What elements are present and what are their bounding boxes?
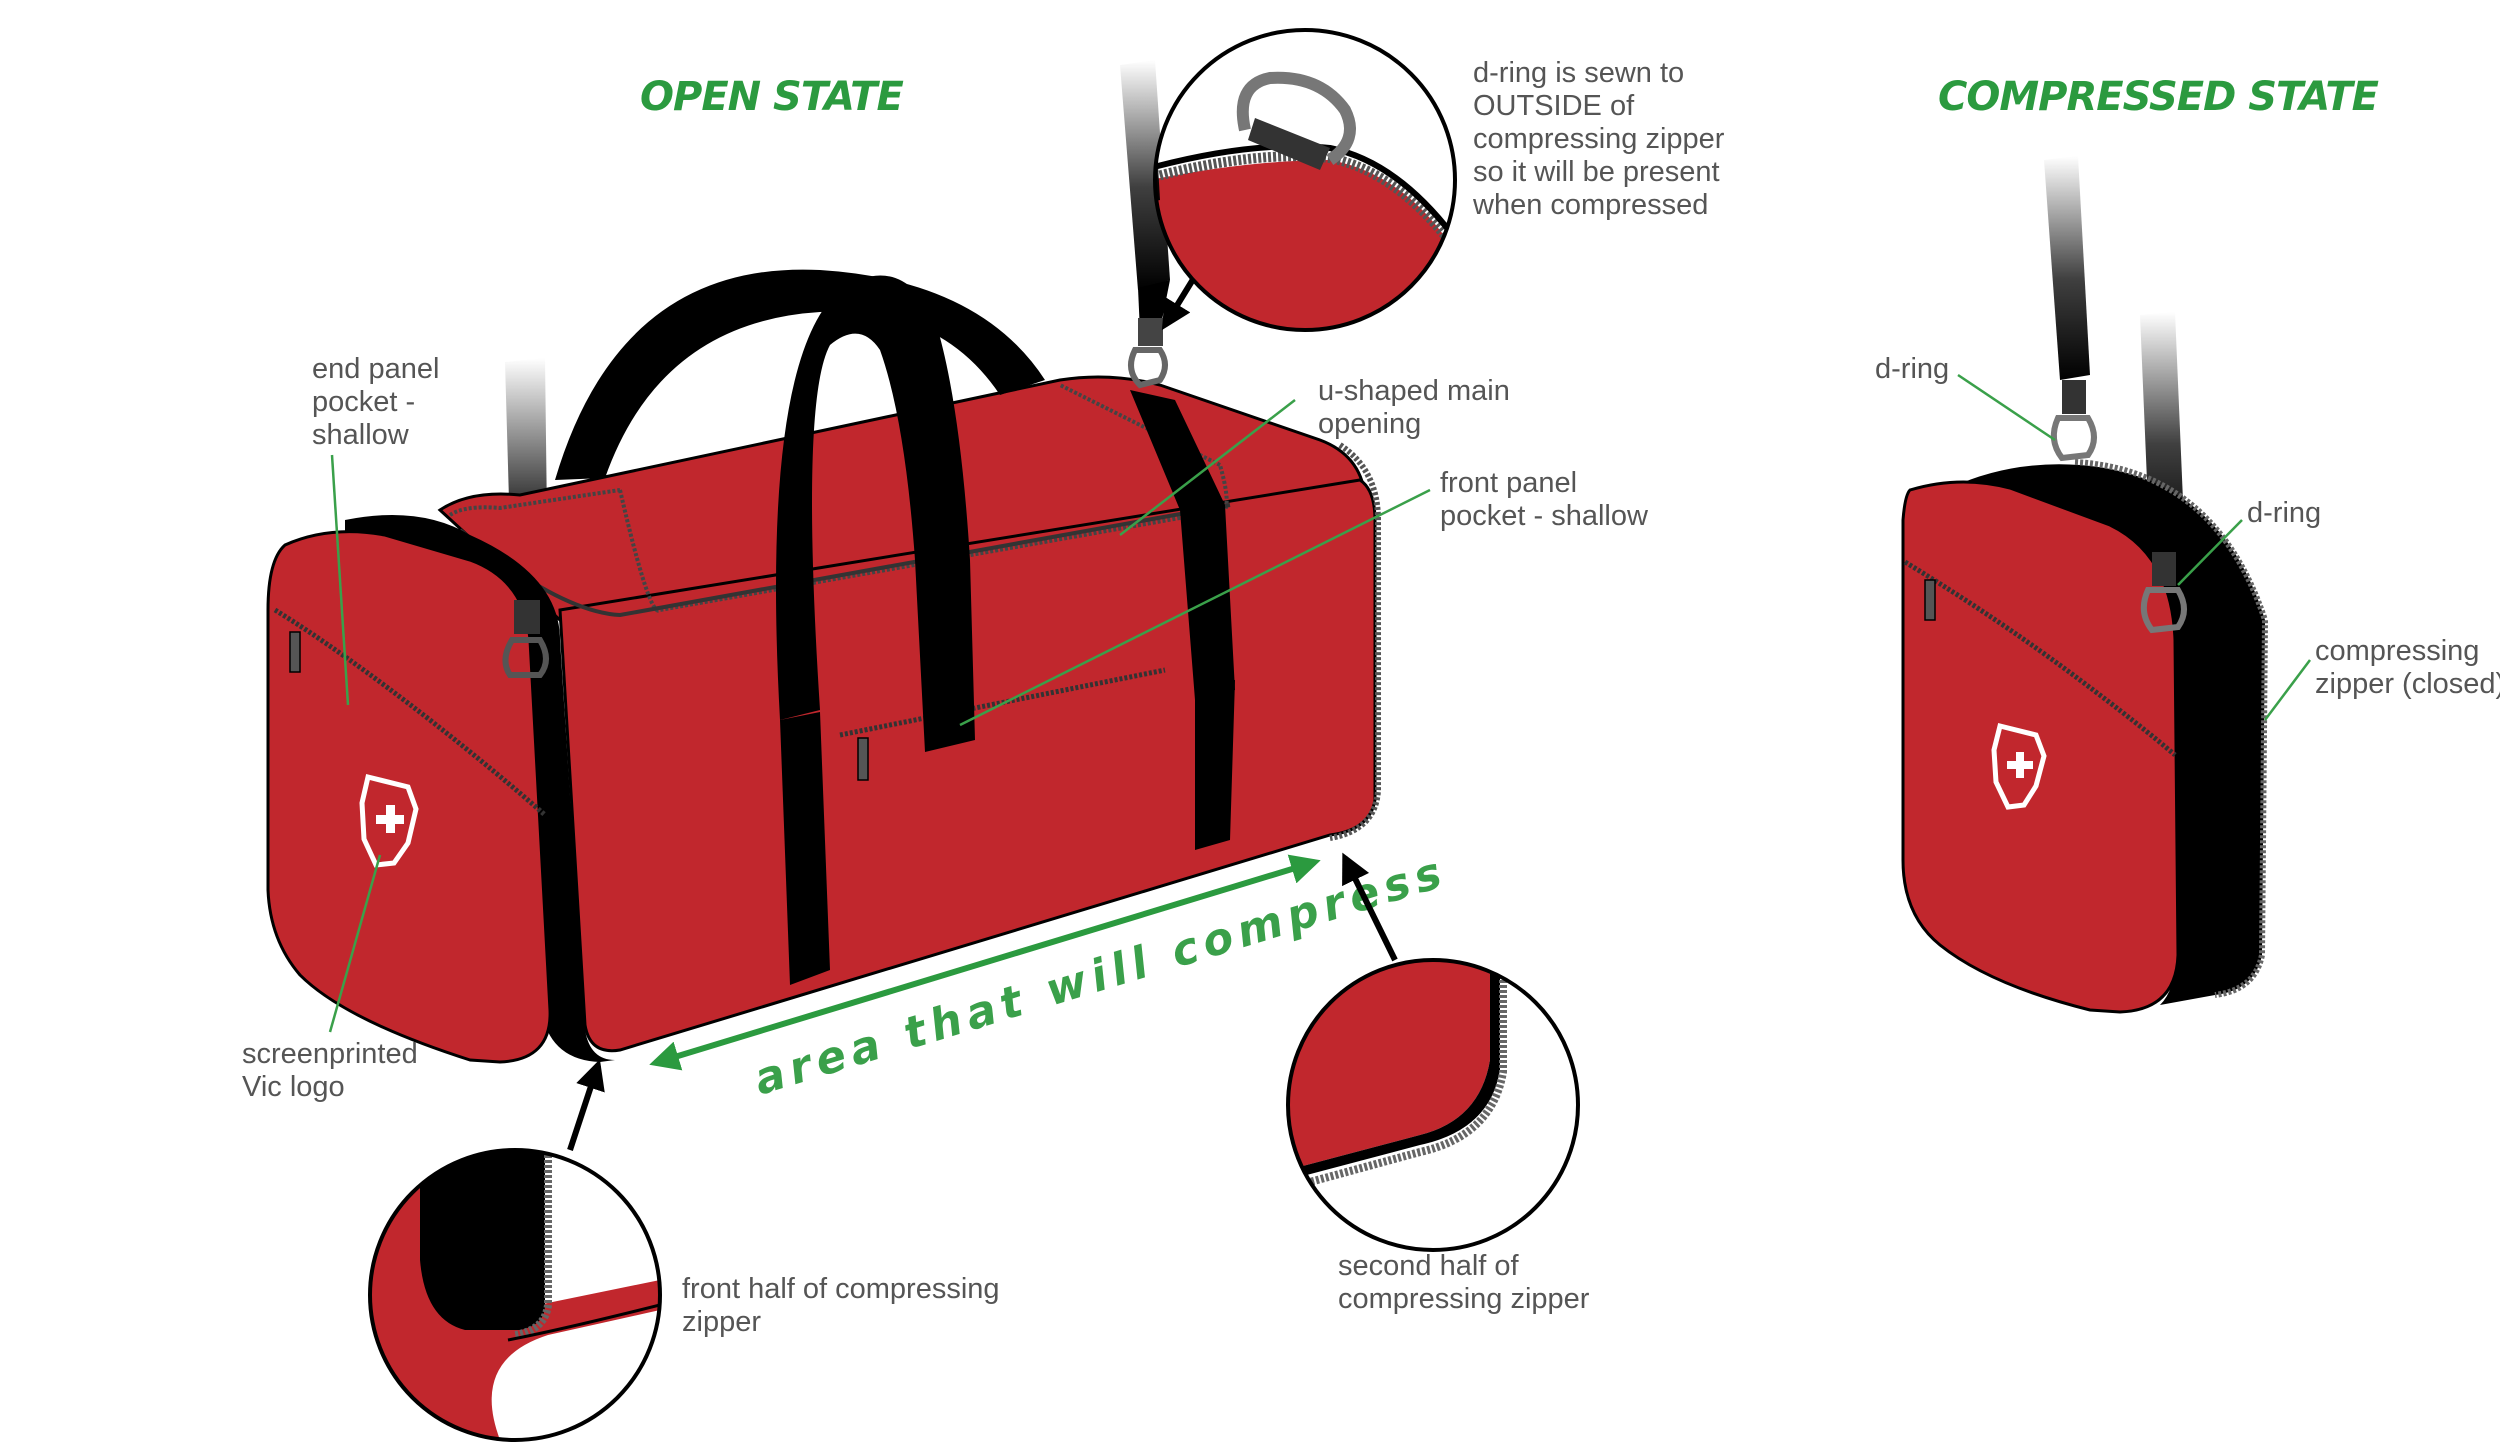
leader-compressing [2264, 659, 2311, 721]
label-end-panel-line: end panel [312, 353, 439, 385]
label-front-panel-line: front panel [1440, 467, 1577, 499]
label-front-half-zipper: front half of compressing zipper [682, 1273, 1008, 1338]
label-dring-note-line: OUTSIDE of [1473, 90, 1635, 122]
zipper-pull-icon [1924, 579, 1936, 621]
label-second-half-line: second half of [1338, 1250, 1520, 1282]
d-ring-icon [2140, 552, 2187, 634]
label-u-shaped-line: u-shaped main [1318, 375, 1510, 407]
label-front-panel-pocket: front panel pocket - shallow [1440, 467, 1649, 532]
callout-arrow-bottom-right [1342, 852, 1398, 962]
leader-lines [328, 373, 2311, 1033]
label-second-half-zipper: second half of compressing zipper [1338, 1250, 1590, 1315]
d-ring-icon [1236, 71, 1356, 165]
label-end-panel-line: shallow [312, 419, 410, 451]
label-u-shaped-opening: u-shaped main opening [1318, 375, 1518, 440]
leader-dring-right [2177, 519, 2243, 586]
compressed-strap-left [2044, 156, 2090, 380]
leader-dring-left [1957, 373, 2056, 442]
label-dring-left: d-ring [1875, 353, 1949, 385]
end-pocket-zipper [273, 607, 547, 817]
bag-top-face [437, 375, 1367, 622]
label-front-half-line: front half of compressing [682, 1273, 1000, 1305]
label-compressing-line: compressing [2315, 635, 2479, 667]
compressed-state-heading: COMPRESSED STATE [1938, 74, 2379, 120]
label-dring-note-line: when compressed [1472, 189, 1708, 221]
label-dring-right: d-ring [2247, 497, 2321, 529]
d-ring-icon [1128, 318, 1168, 389]
leader-front-panel [959, 488, 1431, 727]
handle-front [776, 275, 975, 752]
label-front-panel-line: pocket - shallow [1440, 500, 1649, 532]
label-u-shaped-line: opening [1318, 408, 1421, 440]
label-dring-note-line: compressing zipper [1473, 123, 1725, 155]
label-compressing-closed: compressing zipper (closed) [2315, 635, 2500, 700]
label-dring-note-line: d-ring is sewn to [1473, 57, 1684, 89]
zipper-pull-icon [289, 631, 301, 673]
compressed-gusset [1950, 464, 2265, 1005]
vic-logo-icon [359, 773, 419, 868]
leader-end-panel [330, 454, 350, 706]
callout-arrow-bottom-left [567, 1059, 605, 1151]
label-end-panel-line: pocket - [312, 386, 415, 418]
shoulder-strap-right [1120, 60, 1170, 290]
detail-circle-second-half [1286, 958, 1580, 1252]
open-state-heading: OPEN STATE [640, 74, 903, 120]
leader-logo [328, 854, 382, 1033]
zipper-pull-icon [857, 737, 869, 781]
label-compressing-line: zipper (closed) [2315, 668, 2500, 700]
label-logo-line: Vic logo [242, 1071, 345, 1103]
label-dring-left-line: d-ring [1875, 353, 1949, 385]
detail-circle-front-half [368, 1148, 662, 1442]
label-end-panel-pocket: end panel pocket - shallow [312, 353, 447, 451]
u-shaped-zipper [448, 383, 1229, 613]
detail-circle-dring [1153, 28, 1457, 332]
label-second-half-line: compressing zipper [1338, 1283, 1590, 1315]
label-logo-line: screenprinted [242, 1038, 418, 1070]
label-front-half-line: zipper [682, 1306, 761, 1338]
label-dring-note-line: so it will be present [1473, 156, 1720, 188]
label-dring-right-line: d-ring [2247, 497, 2321, 529]
label-screenprinted-logo: screenprinted Vic logo [242, 1038, 426, 1103]
label-dring-note: d-ring is sewn to OUTSIDE of compressing… [1472, 57, 1733, 221]
compress-arrow [649, 854, 1321, 1071]
leader-u-shaped [1119, 399, 1296, 536]
d-ring-icon [502, 600, 549, 678]
d-ring-icon [2050, 380, 2097, 462]
compressed-state-bag [1901, 156, 2269, 1014]
right-end-zipper [1329, 442, 1381, 841]
vic-logo-icon [1991, 722, 2047, 810]
